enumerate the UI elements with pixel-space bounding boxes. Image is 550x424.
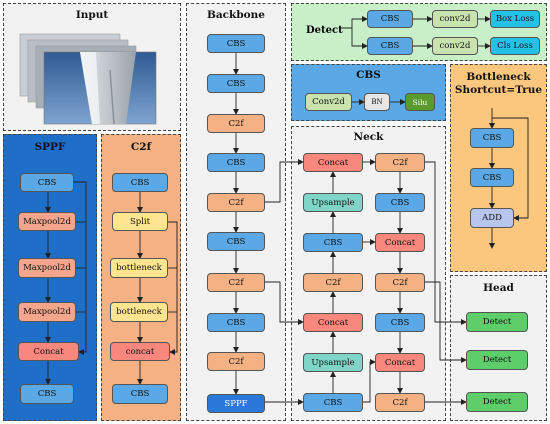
c2f-bottleneck-1: bottleneck <box>110 258 168 278</box>
neck-concat-1: Concat <box>303 153 363 172</box>
input-title: Input <box>75 9 109 21</box>
backbone-c2f-1: C2f <box>207 114 265 133</box>
input-panel: Input <box>3 3 181 131</box>
neck-c2f-2: C2f <box>375 153 425 172</box>
sppf-concat: Concat <box>18 342 79 361</box>
backbone-c2f-3: C2f <box>207 273 265 292</box>
backbone-c2f-2: C2f <box>207 193 265 212</box>
neck-cbs-2: CBS <box>303 393 363 412</box>
neck-c2f-1: C2f <box>303 273 363 292</box>
detect-cls-loss: Cls Loss <box>490 37 540 55</box>
c2f-split: Split <box>112 212 168 231</box>
head-detect-3: Detect <box>466 392 528 412</box>
sppf-maxpool-2: Maxpool2d <box>18 258 76 278</box>
backbone-cbs-2: CBS <box>207 74 265 93</box>
bottleneck-title: Bottleneck <box>466 71 531 83</box>
head-detect-1: Detect <box>466 312 528 332</box>
cbs-bn: BN <box>364 93 390 111</box>
backbone-sppf: SPPF <box>207 394 265 413</box>
input-image-stack <box>19 33 157 125</box>
c2f-bottleneck-2: bottleneck <box>110 302 168 322</box>
neck-cbs-4: CBS <box>375 313 425 332</box>
backbone-title: Backbone <box>206 9 265 21</box>
backbone-c2f-4: C2f <box>207 352 265 371</box>
detect-title: Detect <box>306 25 343 36</box>
sppf-cbs-2: CBS <box>20 384 74 404</box>
sppf-cbs-1: CBS <box>20 173 74 192</box>
detect-conv2d-1: conv2d <box>432 10 478 28</box>
detect-cbs-2: CBS <box>367 37 413 55</box>
sppf-maxpool-1: Maxpool2d <box>18 212 76 231</box>
detect-box-loss: Box Loss <box>490 10 540 28</box>
cbs-panel: CBS <box>291 64 446 121</box>
sppf-title: SPPF <box>34 141 66 153</box>
neck-concat-2: Concat <box>303 313 363 332</box>
bottleneck-add: ADD <box>470 208 514 228</box>
neck-cbs-3: CBS <box>375 193 425 212</box>
neck-c2f-3: C2f <box>375 273 425 292</box>
head-detect-2: Detect <box>466 350 528 370</box>
c2f-concat: concat <box>110 342 170 361</box>
detect-conv2d-2: conv2d <box>432 37 478 55</box>
backbone-cbs-3: CBS <box>207 153 265 172</box>
neck-cbs-1: CBS <box>303 233 363 252</box>
backbone-cbs-5: CBS <box>207 313 265 332</box>
cbs-silu: Silu <box>405 93 435 111</box>
neck-concat-4: Concat <box>375 353 425 372</box>
c2f-cbs-1: CBS <box>112 173 168 192</box>
sppf-maxpool-3: Maxpool2d <box>18 302 76 322</box>
backbone-cbs-1: CBS <box>207 34 265 53</box>
neck-concat-3: Concat <box>375 233 425 252</box>
detect-cbs-1: CBS <box>367 10 413 28</box>
backbone-cbs-4: CBS <box>207 232 265 251</box>
bottleneck-cbs-2: CBS <box>470 168 514 187</box>
neck-c2f-4: C2f <box>375 393 425 412</box>
c2f-cbs-2: CBS <box>112 384 168 404</box>
cbs-conv2d: Conv2d <box>305 93 352 111</box>
cbs-title: CBS <box>356 69 381 81</box>
bottleneck-cbs-1: CBS <box>470 128 514 148</box>
neck-title: Neck <box>353 131 384 143</box>
neck-upsample-2: Upsample <box>303 353 363 372</box>
head-title: Head <box>483 282 514 294</box>
bottleneck-subtitle: Shortcut=True <box>454 84 543 96</box>
neck-upsample-1: Upsample <box>303 193 363 212</box>
c2f-title: C2f <box>130 141 152 153</box>
